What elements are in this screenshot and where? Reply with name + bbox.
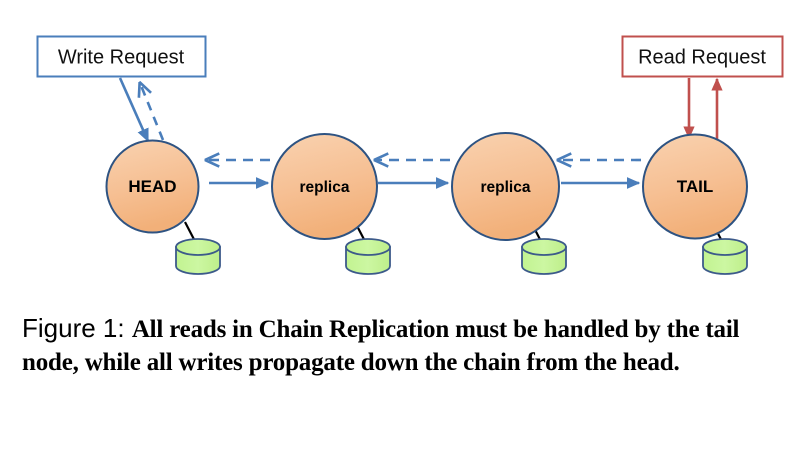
node-tail-label: TAIL <box>677 177 714 196</box>
node-replica1-label: replica <box>300 179 350 196</box>
storage-tail <box>702 238 748 275</box>
storage-head <box>175 238 221 275</box>
write-request-callout[interactable]: Write Request <box>36 35 207 78</box>
database-icon-top <box>345 238 391 256</box>
node-head[interactable]: HEAD <box>105 139 200 234</box>
node-replica2[interactable]: replica <box>451 132 560 241</box>
node-tail[interactable]: TAIL <box>642 133 748 240</box>
write-request-inbound-arrow <box>118 77 150 143</box>
write-request-box[interactable] <box>36 35 207 78</box>
read-request-box[interactable] <box>621 35 784 78</box>
write-ack-outbound-arrow <box>140 83 165 141</box>
storage-replica2 <box>521 238 567 275</box>
figure-caption: Figure 1: All reads in Chain Replication… <box>22 312 792 379</box>
node-head-circle[interactable] <box>105 139 200 234</box>
node-replica1-circle[interactable] <box>271 133 378 240</box>
read-request-callout[interactable]: Read Request <box>621 35 784 78</box>
node-head-label: HEAD <box>128 177 176 196</box>
node-replica1[interactable]: replica <box>271 133 378 240</box>
write-request-label: Write Request <box>58 47 185 69</box>
node-replica2-label: replica <box>481 179 531 196</box>
database-icon-top <box>702 238 748 256</box>
caption-body: All reads in Chain Replication must be h… <box>22 316 740 376</box>
database-icon-top <box>175 238 221 256</box>
node-replica2-circle[interactable] <box>451 132 560 241</box>
node-tail-circle[interactable] <box>642 133 748 240</box>
database-icon-top <box>521 238 567 256</box>
storage-replica1 <box>345 238 391 275</box>
caption-line: Figure 1: All reads in Chain Replication… <box>22 312 792 379</box>
chain-replication-diagram: Write Request Read Request HEAD <box>36 35 784 275</box>
read-request-label: Read Request <box>638 47 766 69</box>
caption-figure-number: Figure 1: <box>22 313 132 343</box>
